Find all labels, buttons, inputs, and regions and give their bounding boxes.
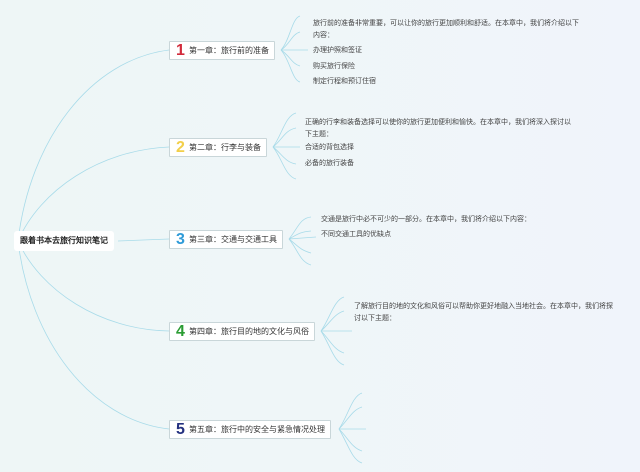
chapter-label-1: 第一章：旅行前的准备 (189, 46, 269, 55)
chapter-label-4: 第四章：旅行目的地的文化与风俗 (189, 327, 309, 336)
chapter-node-4[interactable]: 4 第四章：旅行目的地的文化与风俗 (169, 322, 315, 341)
chapter-number-3: 3 (176, 231, 185, 248)
chapter-1-topic-insurance[interactable]: 购买旅行保险 (313, 62, 355, 70)
chapter-number-5: 5 (176, 421, 185, 438)
chapter-node-1[interactable]: 1 第一章：旅行前的准备 (169, 41, 275, 60)
root-topic[interactable]: 跟着书本去旅行知识笔记 (14, 231, 114, 251)
chapter-number-4: 4 (176, 323, 185, 340)
chapter-label-2: 第二章：行李与装备 (189, 143, 261, 152)
chapter-2-intro[interactable]: 正确的行李和装备选择可以使你的旅行更加便利和愉快。在本章中，我们将深入探讨以下主… (305, 118, 571, 138)
chapter-node-3[interactable]: 3 第三章：交通与交通工具 (169, 230, 283, 249)
chapter-number-2: 2 (176, 139, 185, 156)
chapter-1-topic-itinerary[interactable]: 制定行程和预订住宿 (313, 77, 376, 85)
chapter-node-2[interactable]: 2 第二章：行李与装备 (169, 138, 267, 157)
chapter-label-3: 第三章：交通与交通工具 (189, 235, 277, 244)
chapter-3-topic-transport-pros-cons[interactable]: 不同交通工具的优缺点 (321, 230, 391, 238)
chapter-node-5[interactable]: 5 第五章：旅行中的安全与紧急情况处理 (169, 420, 331, 439)
chapter-4-intro[interactable]: 了解旅行目的地的文化和风俗可以帮助你更好地融入当地社会。在本章中，我们将探讨以下… (354, 302, 613, 322)
chapter-3-intro[interactable]: 交通是旅行中必不可少的一部分。在本章中，我们将介绍以下内容： (321, 215, 531, 223)
chapter-number-1: 1 (176, 42, 185, 59)
chapter-2-topic-backpack[interactable]: 合适的背包选择 (305, 143, 354, 151)
chapter-label-5: 第五章：旅行中的安全与紧急情况处理 (189, 425, 325, 434)
chapter-2-topic-gear[interactable]: 必备的旅行装备 (305, 159, 354, 167)
root-topic-label: 跟着书本去旅行知识笔记 (20, 236, 108, 245)
chapter-1-intro[interactable]: 旅行前的准备非常重要，可以让你的旅行更加顺利和舒适。在本章中，我们将介绍以下内容… (313, 19, 579, 39)
chapter-1-topic-passport[interactable]: 办理护照和签证 (313, 46, 362, 54)
